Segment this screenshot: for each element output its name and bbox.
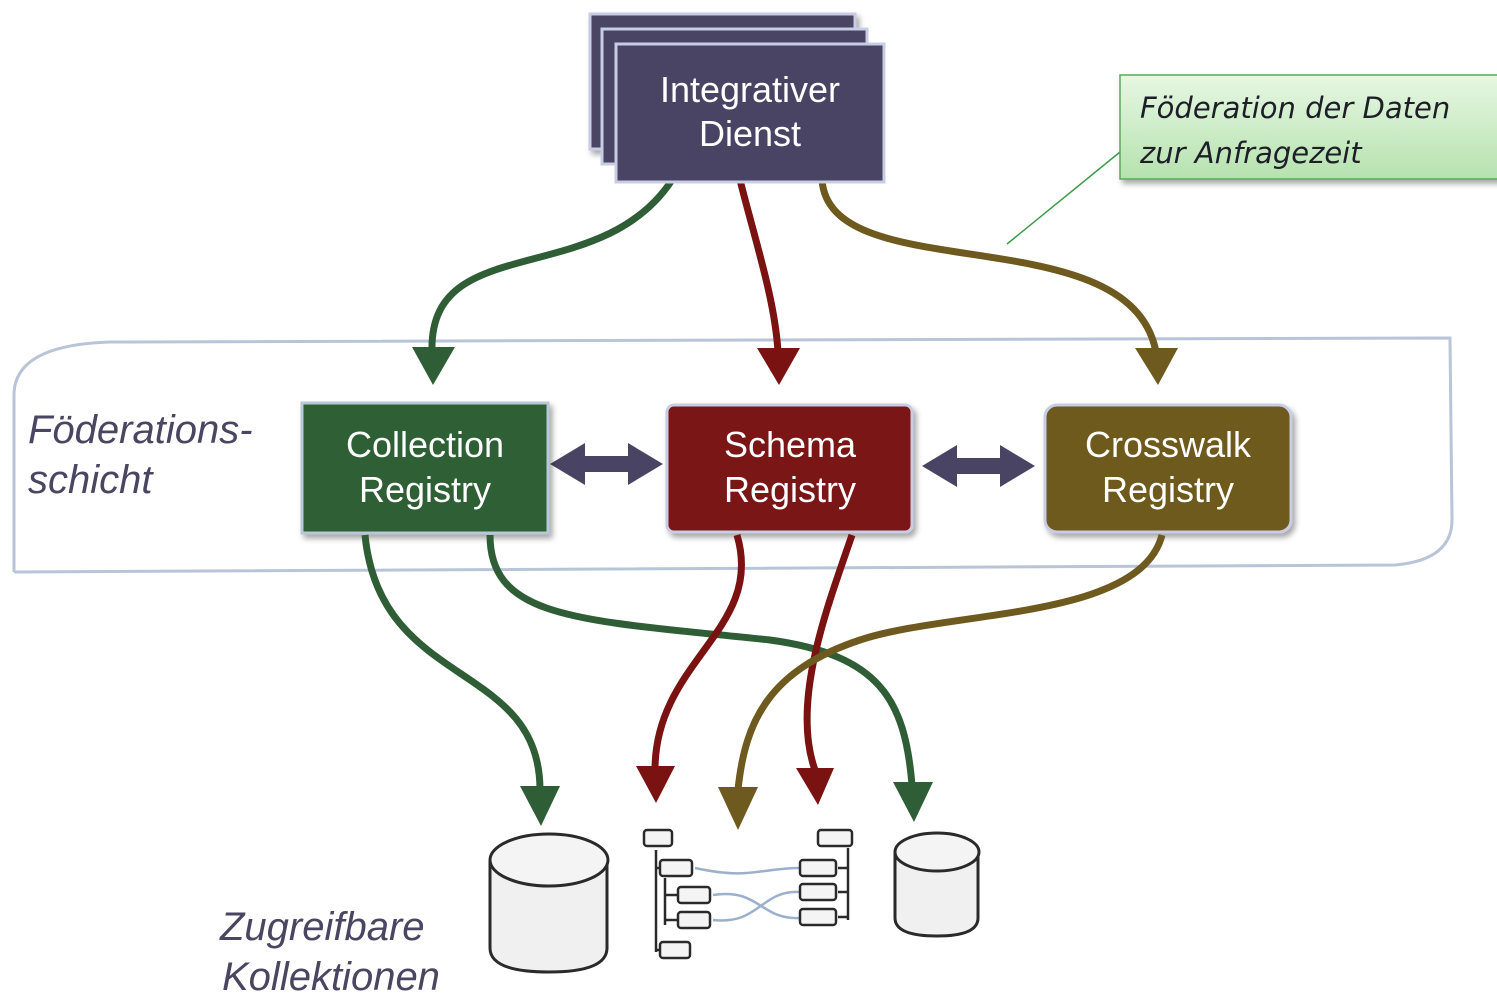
registry-connector-schema-crosswalk	[922, 445, 1035, 487]
callout-box: Föderation der Daten zur Anfragezeit	[1119, 74, 1497, 180]
collection-registry-line1: Collection	[346, 424, 504, 465]
schema-registry: Schema Registry	[665, 403, 914, 534]
arrow-schema-to-tree-left	[651, 534, 746, 771]
schema-mapping-icon	[642, 828, 854, 960]
arrow-collection-to-db2	[486, 534, 916, 786]
collections-line2: Kollektionen	[222, 955, 440, 997]
crosswalk-registry-line1: Crosswalk	[1085, 424, 1252, 465]
database-cylinder-small	[893, 831, 981, 938]
schema-registry-line1: Schema	[724, 424, 857, 465]
federation-layer-line1: Föderations-	[28, 408, 253, 452]
federation-layer-line2: schicht	[28, 458, 154, 502]
federation-layer-outline	[12, 336, 1454, 574]
crosswalk-registry: Crosswalk Registry	[1043, 403, 1293, 534]
arrowhead-db1	[520, 786, 560, 826]
service-arrows	[412, 178, 1178, 385]
arrowhead-collection-in	[412, 347, 455, 385]
collections-line1: Zugreifbare	[219, 905, 425, 949]
arrowhead-tree-right	[796, 768, 834, 805]
callout-line1: Föderation der Daten	[1140, 91, 1450, 125]
collection-registry-line2: Registry	[359, 469, 491, 510]
collection-registry: Collection Registry	[300, 401, 550, 535]
arrow-service-to-crosswalk	[818, 179, 1160, 353]
arrow-schema-to-tree-right	[803, 533, 856, 772]
integrative-service-line2: Dienst	[699, 113, 801, 154]
arrow-crosswalk-to-mapping	[734, 534, 1166, 791]
arrowhead-db2	[893, 782, 933, 822]
collection-arrows	[361, 533, 1166, 830]
arrowhead-mapping	[718, 787, 758, 830]
crosswalk-registry-line2: Registry	[1102, 469, 1234, 510]
callout-leader-line	[1006, 151, 1121, 245]
integrative-service-line1: Integrativer	[660, 69, 840, 110]
arrowhead-schema-in	[757, 348, 800, 385]
arrow-service-to-collection	[428, 178, 675, 351]
arrow-service-to-schema	[736, 179, 782, 353]
arrowhead-crosswalk-in	[1135, 348, 1178, 385]
schema-registry-line2: Registry	[724, 469, 856, 510]
arrow-collection-to-db1	[361, 534, 544, 791]
database-cylinder-large	[488, 832, 610, 974]
arrowhead-tree-left	[636, 766, 675, 803]
integrative-service: Integrativer Dienst	[588, 12, 886, 184]
registry-connector-collection-schema	[550, 443, 663, 485]
callout-line2: zur Anfragezeit	[1139, 136, 1363, 170]
